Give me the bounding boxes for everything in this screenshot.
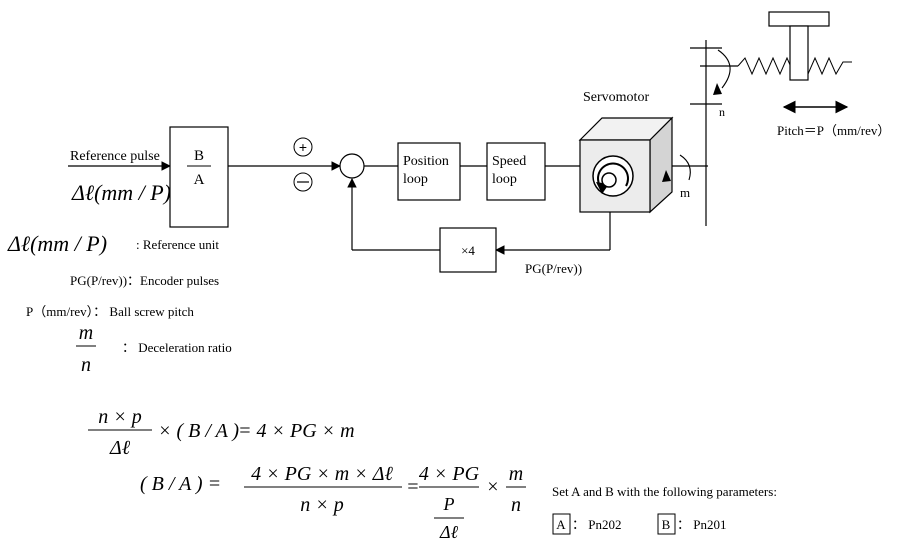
electronic-gear-box <box>169 126 229 228</box>
slide-table-top <box>768 11 830 27</box>
eq2-equals: = <box>406 476 420 498</box>
speed-loop-label-2: loop <box>492 172 517 187</box>
plus-sign-circle <box>293 137 313 157</box>
servomotor-icon <box>578 116 674 214</box>
feedback-label: PG(P/rev)) <box>525 261 582 276</box>
eq2-frac3-denominator: n <box>511 494 521 516</box>
eq1-left-denominator: Δℓ <box>109 437 131 459</box>
pitch-label: Pitch＝P（mm/rev） <box>777 123 890 138</box>
encoder-pulses-text: PG(P/rev))：Encoder pulses <box>70 273 219 288</box>
speed-loop-label-1: Speed <box>492 154 526 169</box>
param-a-value: ： Pn202 <box>572 517 621 532</box>
position-loop-label-1: Position <box>403 154 449 169</box>
decel-numerator: m <box>79 322 93 344</box>
eq2-frac2-den-denominator: Δℓ <box>439 522 459 542</box>
plus-sign: + <box>299 139 307 155</box>
rotation-m-arrowhead <box>662 170 671 182</box>
gear-m-label: m <box>680 185 690 200</box>
ref-unit-math: Δℓ(mm / P) <box>7 231 107 256</box>
ref-unit-desc: : Reference unit <box>136 237 219 252</box>
param-b-value: ： Pn201 <box>677 517 726 532</box>
eq2-frac2-den-numerator: P <box>443 494 455 514</box>
eq1-left-numerator: n × p <box>98 406 142 428</box>
param-a-box <box>552 513 571 535</box>
param-b-letter: B <box>662 517 671 532</box>
ball-screw-text: P（mm/rev）： Ball screw pitch <box>26 304 194 319</box>
eq1-middle: × ( B / A ) <box>158 420 239 442</box>
gear-denominator: A <box>194 172 205 188</box>
position-loop-box <box>397 142 461 201</box>
slide-table-nut <box>789 25 809 81</box>
parameters-intro: Set A and B with the following parameter… <box>552 484 777 499</box>
param-b-box <box>657 513 676 535</box>
eq2-times: × <box>486 476 500 498</box>
position-loop-label-2: loop <box>403 172 428 187</box>
decel-denominator: n <box>81 354 91 376</box>
eq2-frac-denominator: n × p <box>300 494 344 516</box>
servomotor-label: Servomotor <box>583 90 649 105</box>
speed-loop-box <box>486 142 546 201</box>
eq2-frac-numerator: 4 × PG × m × Δℓ <box>251 463 393 485</box>
eq2-frac2-numerator: 4 × PG <box>419 463 480 485</box>
input-unit-math: Δℓ(mm / P) <box>71 180 171 205</box>
eq2-frac3-numerator: m <box>509 463 523 485</box>
summing-junction <box>339 153 365 179</box>
rotation-n-arrowhead <box>713 83 722 95</box>
input-label: Reference pulse <box>70 149 160 164</box>
multiplier-label: ×4 <box>461 243 475 258</box>
multiplier-box <box>439 227 497 273</box>
rotation-n-arc <box>717 49 731 89</box>
gear-n-label: n <box>719 105 725 119</box>
param-a-letter: A <box>556 517 566 532</box>
eq2-left: ( B / A ) = <box>140 473 221 495</box>
eq1-right: = 4 × PG × m <box>238 420 355 442</box>
decel-desc: ： Deceleration ratio <box>122 340 232 355</box>
gear-numerator: B <box>194 148 204 164</box>
rotation-m-arc <box>679 154 691 181</box>
